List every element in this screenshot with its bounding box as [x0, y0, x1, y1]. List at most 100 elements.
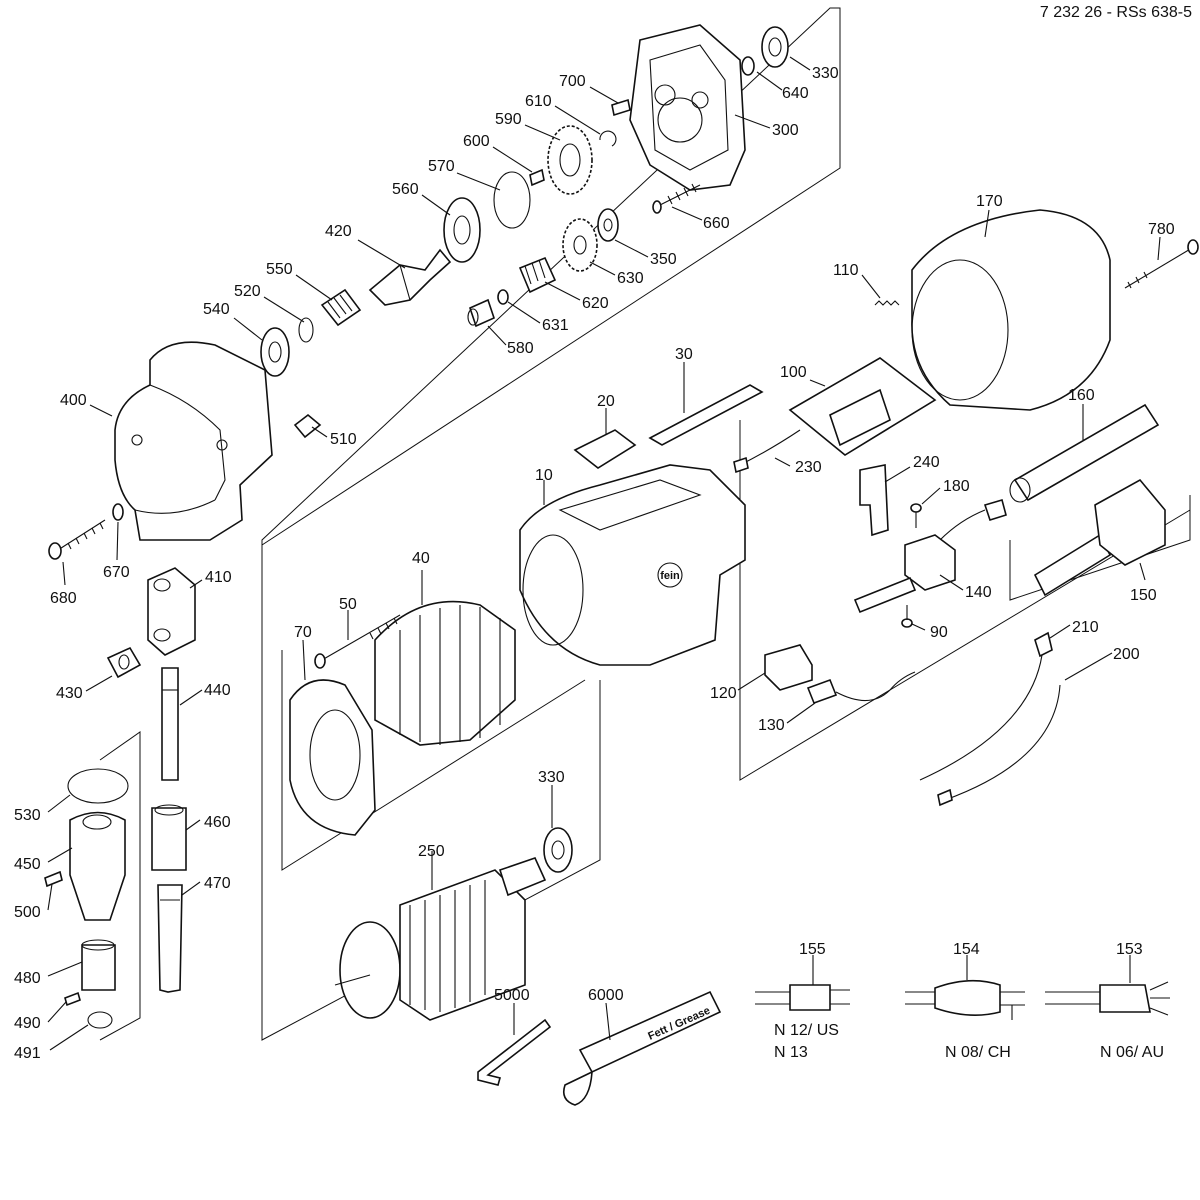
- callout-510: 510: [330, 431, 357, 448]
- part-70-end-plate: [289, 679, 376, 836]
- callout-110: 110: [833, 262, 859, 279]
- callout-430: 430: [56, 685, 83, 702]
- part-460-sleeve: [151, 804, 187, 871]
- part-110-spring: [874, 300, 900, 306]
- part-labels: 330 640 700 610 590 300 600 570 560 660 …: [14, 65, 1175, 1062]
- callout-180: 180: [943, 478, 970, 495]
- callout-160: 160: [1068, 387, 1095, 404]
- part-570-retaining-ring: [493, 171, 531, 229]
- plug-154-caption: N 08/ CH: [945, 1044, 1011, 1061]
- part-210-cable: [919, 631, 1053, 781]
- part-250-armature: [334, 857, 547, 1021]
- part-300-gear-cover: [629, 24, 746, 191]
- callout-500: 500: [14, 904, 41, 921]
- callout-50: 50: [339, 596, 357, 613]
- callout-620: 620: [582, 295, 609, 312]
- callout-600: 600: [463, 133, 490, 150]
- part-590-gear: [547, 125, 593, 195]
- part-610-circlip: [599, 130, 617, 147]
- callout-130: 130: [758, 717, 785, 734]
- callout-153: 153: [1116, 941, 1143, 958]
- part-430-bushing: [106, 646, 142, 679]
- callout-170: 170: [976, 193, 1003, 210]
- part-30-slide: [648, 384, 764, 446]
- part-180-screw: [910, 503, 922, 528]
- part-620-pinion: [518, 256, 557, 294]
- callout-120: 120: [710, 685, 737, 702]
- callout-560: 560: [392, 181, 419, 198]
- callout-10: 10: [535, 467, 553, 484]
- part-600-key: [529, 168, 545, 187]
- part-200-cable: [937, 684, 1061, 807]
- callout-610: 610: [525, 93, 552, 110]
- callout-450: 450: [14, 856, 41, 873]
- callout-780: 780: [1148, 221, 1175, 238]
- part-230-cable: [733, 429, 801, 474]
- plug-155-caption-2: N 13: [774, 1044, 808, 1061]
- callout-630: 630: [617, 270, 644, 287]
- field-group-frame: [281, 650, 586, 871]
- callout-410: 410: [205, 569, 232, 586]
- part-350-bearing: [597, 208, 619, 242]
- part-153-au-plug: [1045, 981, 1170, 1016]
- part-155-us-plug: [755, 984, 850, 1011]
- callout-680: 680: [50, 590, 77, 607]
- part-480-die: [81, 939, 116, 991]
- part-6000-grease-tube: Fett / Grease: [562, 990, 722, 1106]
- part-780-screw: [1124, 239, 1199, 289]
- part-580-sleeve: [467, 298, 495, 328]
- part-120-brush-holder: [764, 644, 813, 691]
- part-10-motor-housing: fein: [519, 464, 746, 666]
- cable-ends: [939, 509, 986, 541]
- part-440-punch-rod: [161, 667, 179, 781]
- part-140-cable-clamp: [853, 534, 956, 614]
- part-700-pin: [611, 98, 631, 117]
- plug-153-caption: N 06/ AU: [1100, 1044, 1164, 1061]
- part-330-bearing-top: [761, 26, 789, 68]
- part-400-nibbler-head: [114, 341, 273, 541]
- callout-440: 440: [204, 682, 231, 699]
- callout-570: 570: [428, 158, 455, 175]
- callout-330a: 330: [812, 65, 839, 82]
- callout-590: 590: [495, 111, 522, 128]
- part-100-electronics-board: [788, 357, 937, 456]
- part-550-needle-bearing: [320, 288, 362, 327]
- callout-20: 20: [597, 393, 615, 410]
- callout-670: 670: [103, 564, 130, 581]
- part-520-ring: [298, 317, 314, 343]
- callout-5000: 5000: [494, 987, 530, 1004]
- callout-540: 540: [203, 301, 230, 318]
- part-640-washer: [741, 56, 755, 76]
- part-450-die-holder: [69, 811, 126, 921]
- plug-155-caption-1: N 12/ US: [774, 1022, 839, 1039]
- callout-150: 150: [1130, 587, 1157, 604]
- document-code: 7 232 26 - RSs 638-5: [1040, 4, 1192, 21]
- part-90-screw: [901, 605, 913, 628]
- part-470-punch: [157, 884, 183, 993]
- part-510-set-screw: [293, 413, 322, 439]
- part-50-screw: [314, 614, 401, 669]
- callout-350: 350: [650, 251, 677, 268]
- callout-210: 210: [1072, 619, 1099, 636]
- callout-155: 155: [799, 941, 826, 958]
- part-540-bearing: [260, 327, 290, 377]
- part-631-washer: [497, 289, 509, 305]
- part-420-eccentric-shaft: [368, 248, 452, 306]
- callout-470: 470: [204, 875, 231, 892]
- callout-550: 550: [266, 261, 293, 278]
- part-680-screw: [48, 519, 106, 560]
- callout-90: 90: [930, 624, 948, 641]
- part-5000-hex-key: [477, 1018, 552, 1086]
- part-154-ch-plug: [905, 979, 1025, 1020]
- head-group-frame: [99, 731, 141, 1041]
- part-20-switch-cap: [573, 429, 637, 469]
- callout-520: 520: [234, 283, 261, 300]
- callout-460: 460: [204, 814, 231, 831]
- callout-154: 154: [953, 941, 980, 958]
- callout-400: 400: [60, 392, 87, 409]
- callout-640: 640: [782, 85, 809, 102]
- part-170-rear-housing: [911, 209, 1111, 411]
- callout-140: 140: [965, 584, 992, 601]
- part-240-bracket: [859, 464, 889, 537]
